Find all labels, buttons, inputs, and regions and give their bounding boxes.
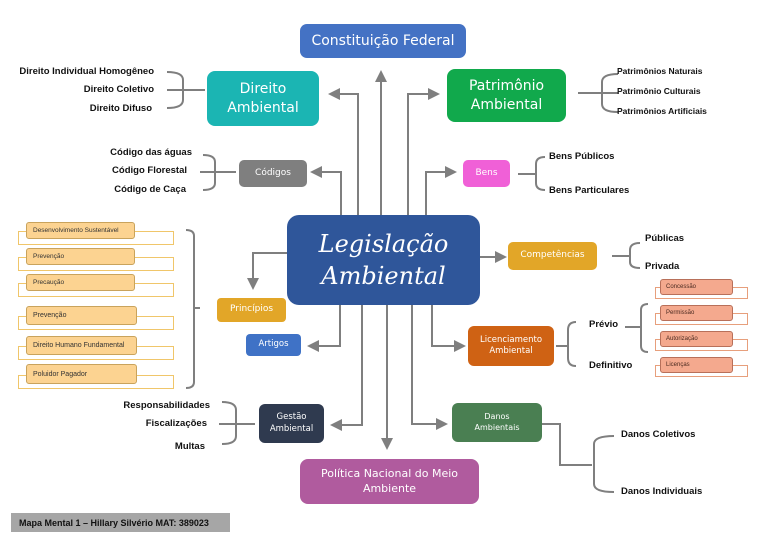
node-bens[interactable]: Bens bbox=[463, 160, 510, 187]
node-politica-line1: Política Nacional do Meio bbox=[320, 467, 459, 481]
principio-item[interactable]: Prevenção bbox=[26, 306, 137, 325]
node-competencias[interactable]: Competências bbox=[508, 242, 597, 270]
arrow-codigos bbox=[310, 166, 342, 215]
node-competencias-label: Competências bbox=[520, 250, 585, 261]
central-title-line2: Ambiental bbox=[321, 262, 446, 290]
node-direito-ambiental[interactable]: Direito Ambiental bbox=[207, 71, 319, 126]
node-politica-line2: Ambiente bbox=[362, 481, 417, 495]
codigos-item: Código de Caça bbox=[114, 184, 186, 195]
gestao-item: Multas bbox=[174, 441, 205, 452]
node-licenciamento-ambiental[interactable]: Licenciamento Ambiental bbox=[468, 326, 554, 366]
node-codigos[interactable]: Códigos bbox=[239, 160, 307, 187]
previo-item[interactable]: Concessão bbox=[660, 279, 733, 295]
arrow-licenciamento bbox=[431, 305, 466, 352]
node-patrimonio-line2: Ambiental bbox=[470, 96, 543, 113]
node-danos-line2: Ambientais bbox=[474, 422, 520, 432]
node-artigos[interactable]: Artigos bbox=[246, 334, 301, 356]
node-bens-label: Bens bbox=[475, 167, 498, 178]
patrimonio-item: Patrimônios Naturais bbox=[617, 66, 703, 76]
arrow-artigos bbox=[307, 305, 341, 352]
principio-item[interactable]: Desenvolvimento Sustentável bbox=[26, 222, 135, 239]
competencias-item: Públicas bbox=[645, 233, 685, 244]
principio-item[interactable]: Poluidor Pagador bbox=[26, 364, 137, 384]
patrimonio-item: Patrimônios Artificiais bbox=[617, 106, 707, 116]
node-principios[interactable]: Princípios bbox=[217, 298, 286, 322]
bens-item: Bens Particulares bbox=[549, 185, 630, 196]
footer-caption: Mapa Mental 1 – Hillary Silvério MAT: 38… bbox=[11, 513, 230, 532]
competencias-item: Privada bbox=[645, 261, 680, 272]
node-politica-nacional[interactable]: Política Nacional do Meio Ambiente bbox=[300, 459, 479, 504]
node-gestao-ambiental[interactable]: Gestão Ambiental bbox=[259, 404, 324, 443]
node-constituicao-federal[interactable]: Constituição Federal bbox=[300, 24, 466, 58]
principio-item[interactable]: Direito Humano Fundamental bbox=[26, 336, 137, 355]
node-licenciamento-line2: Ambiental bbox=[489, 346, 533, 356]
node-licenciamento-line1: Licenciamento bbox=[479, 334, 543, 345]
direito-item: Direito Coletivo bbox=[83, 84, 154, 95]
node-constituicao-label: Constituição Federal bbox=[311, 32, 455, 49]
codigos-item: Código das águas bbox=[110, 147, 192, 158]
previo-item[interactable]: Autorização bbox=[660, 331, 733, 347]
node-gestao-line2: Ambiental bbox=[269, 423, 314, 434]
principio-item[interactable]: Prevenção bbox=[26, 248, 135, 265]
patrimonio-item: Patrimônio Culturais bbox=[617, 86, 701, 96]
arrow-danos bbox=[411, 305, 448, 430]
central-title-line1: Legislação bbox=[318, 229, 449, 258]
node-direito-line2: Ambiental bbox=[227, 99, 299, 116]
bens-item: Bens Públicos bbox=[549, 151, 615, 162]
arrow-direito bbox=[328, 88, 359, 215]
node-artigos-label: Artigos bbox=[258, 339, 289, 350]
direito-item: Direito Difuso bbox=[89, 103, 152, 114]
principio-item[interactable]: Precaução bbox=[26, 274, 135, 291]
codigos-item: Código Florestal bbox=[112, 165, 187, 176]
direito-item: Direito Individual Homogêneo bbox=[19, 66, 154, 77]
arrow-gestao bbox=[330, 305, 363, 431]
node-codigos-label: Códigos bbox=[255, 167, 291, 178]
licenciamento-item: Definitivo bbox=[589, 360, 633, 371]
central-node-legislacao-ambiental[interactable]: Legislação Ambiental bbox=[287, 215, 480, 305]
node-danos-line1: Danos bbox=[484, 412, 510, 422]
node-principios-label: Princípios bbox=[229, 304, 274, 315]
gestao-item: Fiscalizações bbox=[145, 418, 207, 429]
previo-item[interactable]: Permissão bbox=[660, 305, 733, 321]
arrow-bens bbox=[425, 166, 457, 215]
node-patrimonio-ambiental[interactable]: Patrimônio Ambiental bbox=[447, 69, 566, 122]
node-direito-line1: Direito bbox=[239, 81, 287, 98]
licenciamento-item: Prévio bbox=[589, 319, 619, 330]
node-patrimonio-line1: Patrimônio bbox=[468, 78, 545, 95]
danos-item: Danos Coletivos bbox=[621, 429, 696, 440]
danos-item: Danos Individuais bbox=[621, 486, 703, 497]
arrow-principios bbox=[247, 252, 287, 290]
previo-item[interactable]: Licenças bbox=[660, 357, 733, 373]
node-danos-ambientais[interactable]: Danos Ambientais bbox=[452, 403, 542, 442]
gestao-item: Responsabilidades bbox=[123, 400, 210, 411]
node-gestao-line1: Gestão bbox=[276, 412, 307, 423]
arrow-patrimonio bbox=[407, 88, 440, 215]
